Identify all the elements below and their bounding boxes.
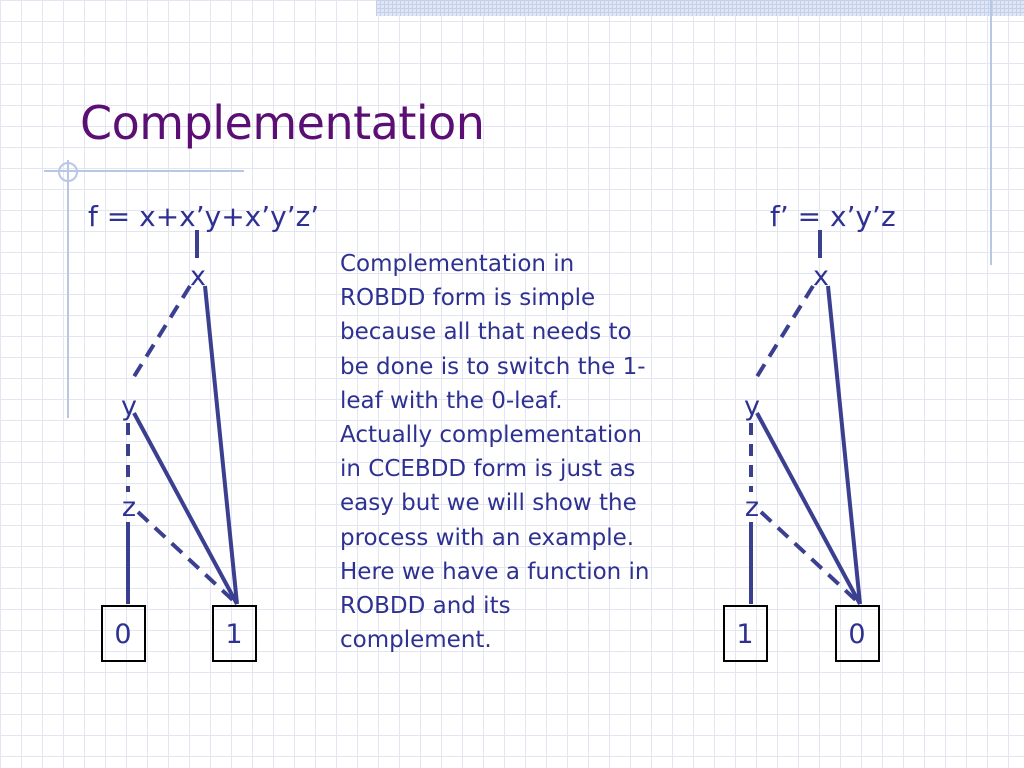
top-decor-band bbox=[376, 0, 1024, 16]
right-leaf-1: 1 bbox=[736, 619, 753, 650]
right-formula: f’ = x’y’z bbox=[770, 200, 896, 233]
right-y-high-edge bbox=[755, 412, 862, 605]
crosshair-icon bbox=[58, 162, 78, 182]
left-y-high-edge bbox=[132, 412, 239, 605]
right-x-low-edge bbox=[751, 284, 815, 385]
right-leaf-1-box bbox=[723, 605, 768, 662]
left-node-x: x bbox=[190, 261, 206, 292]
left-formula: f = x+x’y+x’y’z’ bbox=[88, 200, 320, 233]
left-x-low-edge bbox=[128, 284, 192, 385]
left-x-high-edge bbox=[203, 285, 239, 605]
left-leaf-1: 1 bbox=[225, 619, 242, 650]
left-node-y: y bbox=[121, 391, 137, 422]
left-leaf-0: 0 bbox=[114, 619, 131, 650]
right-x-high-edge bbox=[826, 285, 862, 605]
right-leaf-0: 0 bbox=[848, 619, 865, 650]
right-decor-line bbox=[990, 0, 992, 265]
right-node-z: z bbox=[745, 492, 759, 523]
right-leaf-0-box bbox=[835, 605, 880, 662]
right-node-y: y bbox=[744, 391, 760, 422]
left-decor-line bbox=[67, 160, 69, 418]
right-node-x: x bbox=[813, 261, 829, 292]
left-leaf-0-box bbox=[101, 605, 146, 662]
left-node-z: z bbox=[122, 492, 136, 523]
right-z-high-edge bbox=[759, 510, 862, 606]
explanation-text: Complementation in ROBDD form is simple … bbox=[340, 251, 650, 654]
slide-title: Complementation bbox=[80, 96, 485, 150]
title-underline bbox=[44, 170, 244, 172]
left-leaf-1-box bbox=[212, 605, 257, 662]
